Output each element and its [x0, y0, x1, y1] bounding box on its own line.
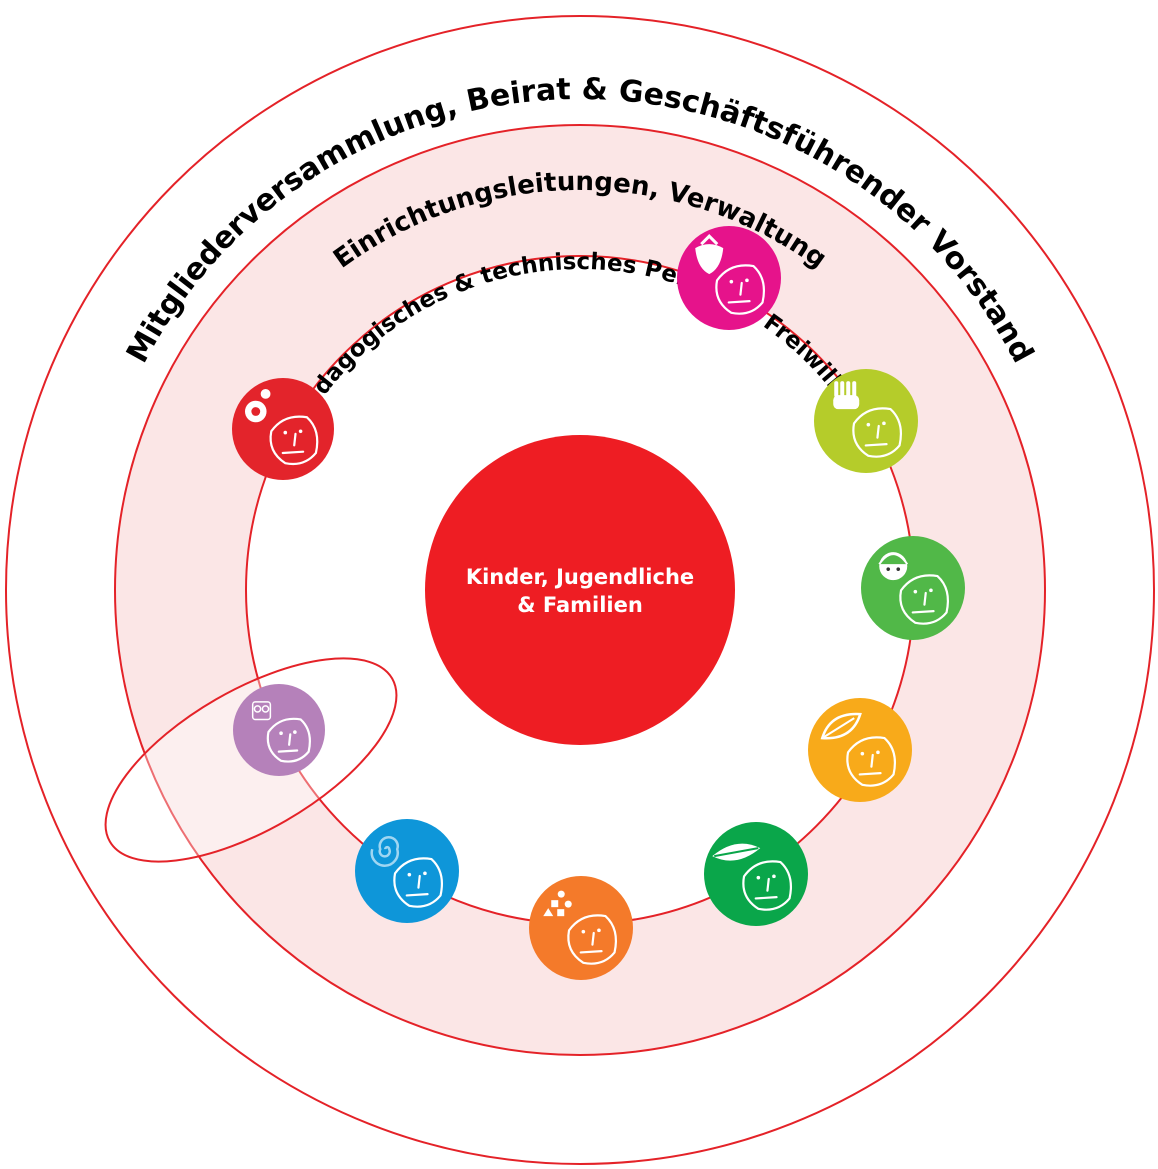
- shapes-group-circle[interactable]: [529, 876, 633, 980]
- fern-leaf-icon: [712, 843, 761, 861]
- shapes-icon: [543, 890, 572, 917]
- owl-icon: [251, 701, 272, 721]
- strawberry-group-circle[interactable]: [677, 226, 781, 330]
- strawberry-group[interactable]: [677, 226, 781, 330]
- spiral-group-circle[interactable]: [355, 819, 459, 923]
- hand-group[interactable]: [814, 369, 918, 473]
- fern-leaf-group[interactable]: [704, 822, 808, 926]
- face-icon: [852, 407, 903, 458]
- child-face-icon: [878, 552, 909, 581]
- hand-icon: [833, 381, 860, 410]
- spiral-icon: [370, 835, 399, 867]
- center-label-line2: & Familien: [517, 593, 643, 617]
- dots-group[interactable]: [232, 378, 334, 480]
- groups-layer: [232, 226, 965, 980]
- center-circle: [425, 435, 735, 745]
- child-face-group-circle[interactable]: [861, 536, 965, 640]
- face-icon: [269, 415, 319, 466]
- spiral-group[interactable]: [355, 819, 459, 923]
- strawberry-icon: [695, 234, 724, 275]
- dots-group-circle[interactable]: [232, 378, 334, 480]
- face-icon: [393, 857, 444, 908]
- face-icon: [266, 717, 311, 763]
- child-face-group[interactable]: [861, 536, 965, 640]
- dots-icon: [244, 388, 271, 423]
- highlight-ellipse[interactable]: [75, 618, 427, 902]
- face-icon: [846, 736, 897, 787]
- face-icon: [742, 860, 793, 911]
- leaf-group-circle[interactable]: [808, 698, 912, 802]
- hand-group-circle[interactable]: [814, 369, 918, 473]
- leaf-group[interactable]: [808, 698, 912, 802]
- face-icon: [567, 914, 618, 965]
- face-icon: [715, 264, 766, 315]
- fern-leaf-group-circle[interactable]: [704, 822, 808, 926]
- center-label-line1: Kinder, Jugendliche: [466, 565, 694, 589]
- shapes-group[interactable]: [529, 876, 633, 980]
- owl-group-circle[interactable]: [233, 684, 325, 776]
- owl-group[interactable]: [233, 684, 325, 776]
- face-icon: [899, 574, 950, 625]
- leaf-icon: [820, 712, 862, 740]
